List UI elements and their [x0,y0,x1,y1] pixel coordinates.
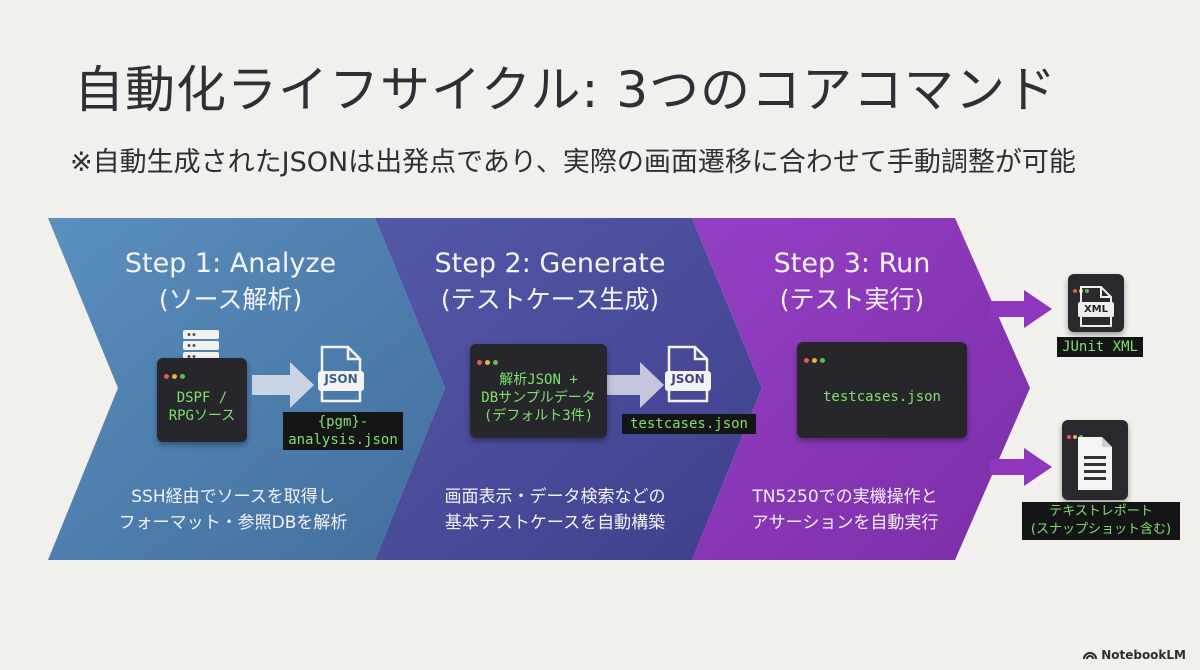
step-3-terminal-text: testcases.json [822,389,941,405]
step-3-subheading: (テスト実行) [779,285,925,314]
notebooklm-logo-icon [1083,652,1098,660]
step-3-terminal: testcases.json [797,342,967,438]
report-output-window [1062,420,1128,500]
step-2-process-arrow [605,362,664,408]
step-3-title: Step 3: Run (テスト実行) [752,246,952,318]
step-2-description: 画面表示・データ検索などの 基本テストケースを自動構築 [444,487,666,533]
step-2-subheading: (テストケース生成) [440,285,660,314]
xml-file-icon [1078,286,1114,327]
notebooklm-watermark: NotebookLM [1083,648,1186,662]
output-arrow-xml [990,290,1052,328]
junit-xml-label: JUnit XML [1057,337,1143,357]
step-1-process-arrow [252,362,314,408]
step-1-title: Step 1: Analyze (ソース解析) [118,246,343,318]
slide-subtitle: ※自動生成されたJSONは出発点であり、実際の画面遷移に合わせて手動調整が可能 [70,147,1076,178]
step-2-terminal-text: 解析JSON + DBサンプルデータ (デフォルト3件) [481,372,596,424]
json-file-icon [665,345,711,403]
step-3-heading: Step 3: Run [773,248,931,279]
text-report-file-icon [1078,437,1112,490]
output-arrow-report [990,448,1052,486]
step-1-heading: Step 1: Analyze [124,248,337,279]
step-1-subheading: (ソース解析) [158,285,303,314]
step-1-description: SSH経由でソースを取得し フォーマット・参照DBを解析 [118,487,348,533]
xml-output-window: XML [1068,274,1124,332]
step-1-terminal: DSPF / RPGソース [157,358,247,442]
xml-badge: XML [1083,304,1109,315]
step-1-terminal-text: DSPF / RPGソース [168,390,236,424]
step-2-title: Step 2: Generate (テストケース生成) [430,246,670,318]
step-3-description: TN5250での実機操作と アサーションを自動実行 [751,487,939,533]
step-2-heading: Step 2: Generate [434,248,666,279]
text-report-label: テキストレポート (スナップショット含む) [1022,502,1180,540]
step-1-output-label: {pgm}- analysis.json [283,412,403,450]
slide-title: 自動化ライフサイクル: 3つのコアコマンド [74,61,1058,119]
watermark-text: NotebookLM [1101,648,1186,662]
step-1-json-badge: JSON [324,372,358,386]
json-file-icon [318,345,364,403]
step-2-terminal: 解析JSON + DBサンプルデータ (デフォルト3件) [470,344,607,438]
step-2-json-badge: JSON [671,372,705,386]
step-2-output-label: testcases.json [622,414,756,434]
